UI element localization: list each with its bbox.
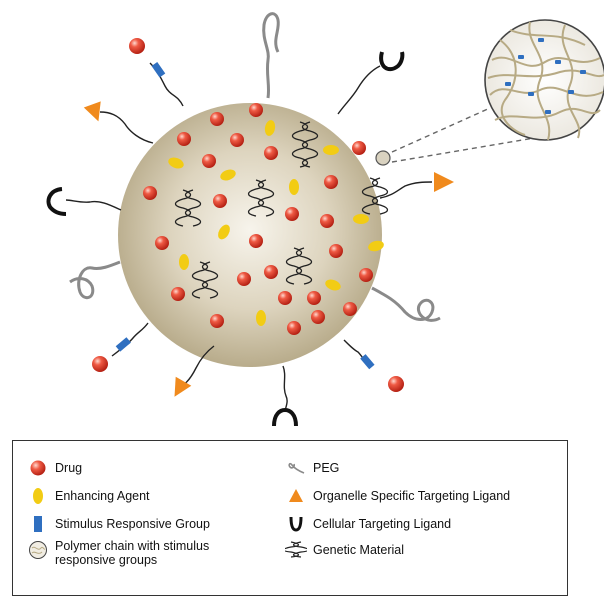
tether-bottom bbox=[181, 345, 215, 387]
orange-triangle-icon bbox=[289, 489, 303, 502]
organelle-targeting-ligand bbox=[434, 172, 454, 192]
legend-item-stimulus-group: Stimulus Responsive Group bbox=[27, 513, 210, 535]
helix bbox=[247, 179, 275, 217]
drug bbox=[343, 302, 357, 316]
legend-item-genetic-material: Genetic Material bbox=[285, 539, 404, 561]
drug-group bbox=[143, 103, 373, 335]
drug bbox=[230, 133, 244, 147]
drug bbox=[143, 186, 157, 200]
cellular-targeting-ligand bbox=[379, 51, 405, 72]
organelle-targeting-ligand bbox=[83, 101, 101, 122]
surface-pore bbox=[375, 150, 391, 166]
legend-item-peg: PEG bbox=[285, 457, 339, 479]
enhancing-agent-group bbox=[168, 120, 384, 326]
yellow-ellipse-icon bbox=[33, 488, 43, 504]
legend-item-organelle-ligand: Organelle Specific Targeting Ligand bbox=[285, 485, 510, 507]
legend-item-polymer-chain: Polymer chain with stimulus responsive g… bbox=[27, 539, 245, 567]
enhancing-agent bbox=[179, 254, 189, 270]
drug bbox=[237, 272, 251, 286]
tether-bottom-center bbox=[282, 365, 288, 413]
drug bbox=[171, 287, 185, 301]
drug bbox=[210, 314, 224, 328]
genetic-material-group bbox=[174, 121, 389, 299]
drug bbox=[311, 310, 325, 324]
blue-block-icon bbox=[34, 516, 42, 532]
drug bbox=[320, 214, 334, 228]
stimulus-responsive-group bbox=[115, 337, 131, 352]
tether-left bbox=[65, 199, 122, 211]
polymer-circle-icon bbox=[29, 541, 47, 559]
peg-chain-top bbox=[262, 12, 280, 99]
legend-item-cellular-ligand: Cellular Targeting Ligand bbox=[285, 513, 451, 535]
cellular-targeting-ligand bbox=[46, 187, 67, 216]
enhancing-agent bbox=[218, 224, 230, 240]
legend-label: Cellular Targeting Ligand bbox=[313, 517, 452, 531]
legend-label: Organelle Specific Targeting Ligand bbox=[313, 489, 511, 503]
helix bbox=[285, 247, 313, 285]
drug-attached bbox=[129, 38, 145, 54]
cellular-targeting-ligand bbox=[272, 407, 298, 427]
legend-label: Stimulus Responsive Group bbox=[55, 517, 210, 531]
enhancing-agent bbox=[256, 310, 266, 326]
drug bbox=[155, 236, 169, 250]
enhancing-agent bbox=[220, 169, 236, 181]
drug bbox=[249, 234, 263, 248]
drug bbox=[177, 132, 191, 146]
drug bbox=[249, 103, 263, 117]
drug bbox=[202, 154, 216, 168]
enhancing-agent bbox=[264, 120, 276, 136]
drug bbox=[264, 146, 278, 160]
tether-right bbox=[379, 181, 433, 199]
organelle-targeting-ligand bbox=[174, 376, 192, 397]
helix bbox=[174, 189, 202, 227]
stimulus-responsive-group bbox=[360, 354, 375, 370]
legend-item-enhancing-agent: Enhancing Agent bbox=[27, 485, 150, 507]
enhancing-agent bbox=[368, 240, 384, 252]
legend-label: Enhancing Agent bbox=[55, 489, 150, 503]
drug bbox=[210, 112, 224, 126]
enhancing-agent bbox=[289, 179, 299, 195]
surface-ligands bbox=[46, 12, 454, 427]
helix bbox=[291, 121, 319, 168]
drug bbox=[287, 321, 301, 335]
drug bbox=[352, 141, 366, 155]
drug bbox=[285, 207, 299, 221]
drug bbox=[329, 244, 343, 258]
tether-left-top bbox=[99, 111, 154, 144]
peg-chain-right bbox=[371, 286, 441, 322]
u-shape-icon bbox=[289, 516, 303, 532]
drug-sphere-icon bbox=[30, 460, 46, 476]
drug bbox=[359, 268, 373, 282]
enhancing-agent bbox=[325, 279, 341, 291]
zoom-line-upper bbox=[391, 107, 491, 153]
polymer-network-inset bbox=[484, 19, 604, 141]
enhancing-agent bbox=[353, 214, 369, 224]
peg-chain-left bbox=[69, 260, 121, 300]
legend-label: Genetic Material bbox=[313, 543, 405, 557]
helix bbox=[191, 261, 219, 299]
drug bbox=[278, 291, 292, 305]
nanoparticle-core bbox=[118, 103, 382, 367]
legend: Drug Enhancing Agent Stimulus Responsive… bbox=[12, 440, 568, 596]
legend-label: PEG bbox=[313, 461, 340, 475]
enhancing-agent bbox=[323, 145, 339, 155]
drug-attached bbox=[388, 376, 404, 392]
drug bbox=[307, 291, 321, 305]
drug bbox=[264, 265, 278, 279]
helix bbox=[361, 177, 389, 215]
peg-loop-icon bbox=[288, 462, 305, 474]
legend-item-drug: Drug bbox=[27, 457, 82, 479]
stimulus-responsive-group bbox=[151, 61, 166, 78]
enhancing-agent bbox=[168, 157, 184, 169]
drug bbox=[324, 175, 338, 189]
tether-top-right bbox=[337, 65, 381, 115]
drug-attached bbox=[92, 356, 108, 372]
tether-bottom-left bbox=[111, 322, 149, 357]
legend-label: Drug bbox=[55, 461, 83, 475]
zoom-line-lower bbox=[391, 136, 541, 163]
drug bbox=[213, 194, 227, 208]
legend-label: Polymer chain with stimulus responsive g… bbox=[55, 539, 210, 567]
helix-icon bbox=[285, 541, 307, 558]
nanoparticle-diagram bbox=[46, 12, 604, 427]
